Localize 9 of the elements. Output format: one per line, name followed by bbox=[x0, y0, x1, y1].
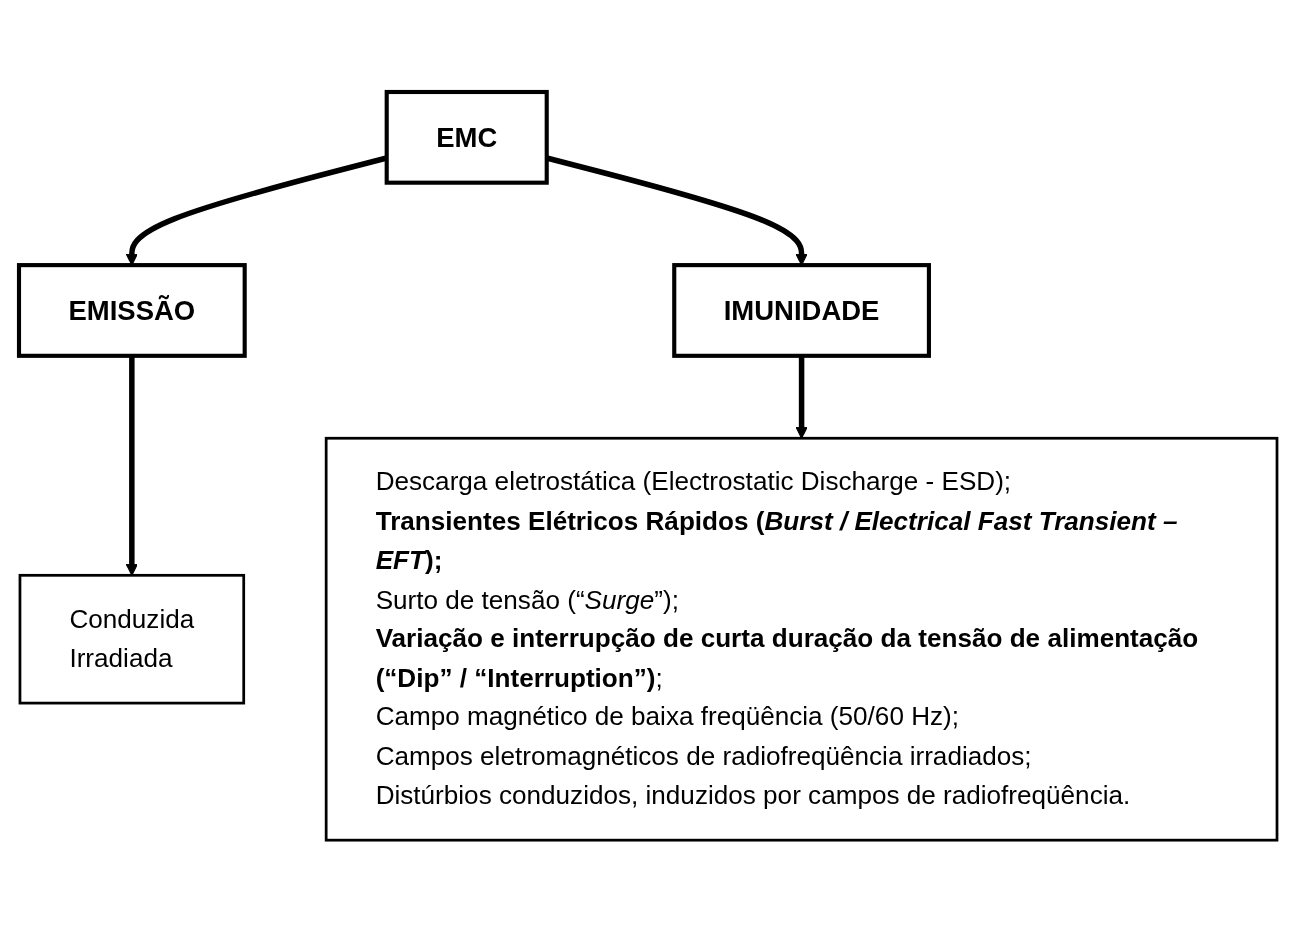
arrow bbox=[795, 355, 808, 439]
node-box bbox=[671, 263, 931, 358]
node-box bbox=[384, 89, 549, 185]
node-box bbox=[16, 263, 247, 358]
arrow bbox=[125, 155, 387, 266]
node-box bbox=[324, 436, 1278, 842]
diagram: EMC EMISSÃO IMUNIDADE Conduzida Irradiada Descarga eletrostática (Electrostatic Discharge - ESD); Transientes Elétricos Rápidos (Burst / Electrical Fast Transient – EFT); Surto de tensão (“Surge”); Variação e interrupção de curta duração da tensão de alimentação (“Dip” / “Interruption”); Campo magnético de baixa freqüência (50/60 Hz); Campos eletromagnéticos de radiofreqüência irradiados; Distúrbios conduzidos, induzidos por campos de radiofreqüência. bbox=[7, 80, 1288, 852]
arrow bbox=[125, 355, 138, 576]
node-box bbox=[18, 573, 245, 705]
